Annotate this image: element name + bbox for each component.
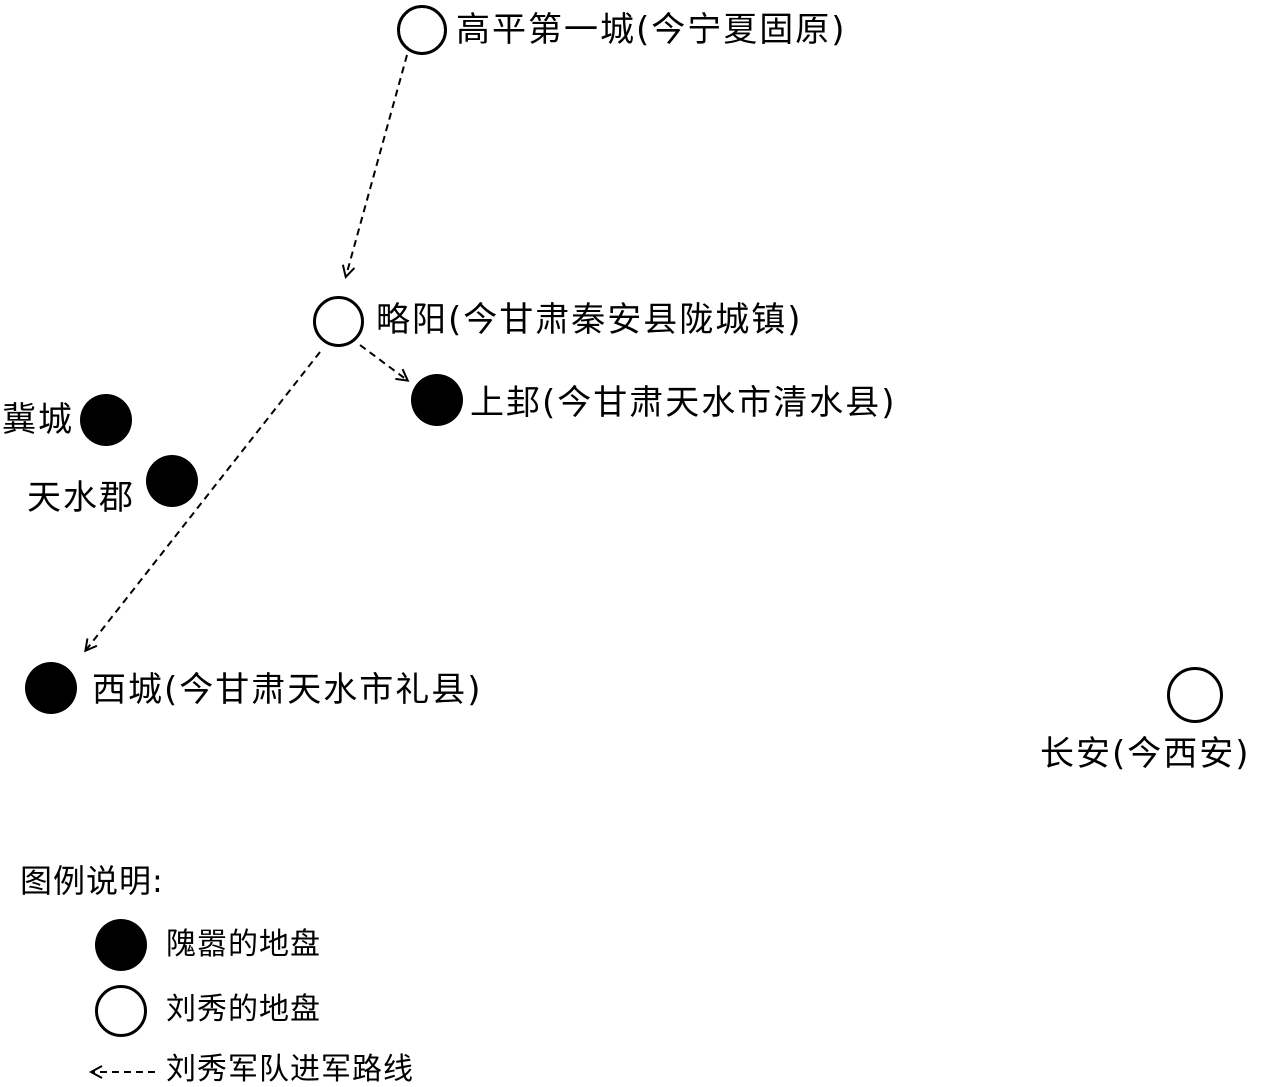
place-label-changan: 长安(今西安): [1040, 734, 1251, 774]
legend-title: 图例说明:: [20, 862, 164, 900]
route-gaoping-to-lueyang: [346, 54, 408, 276]
place-label-xicheng: 西城(今甘肃天水市礼县): [92, 670, 483, 710]
place-label-tianshui: 天水郡: [27, 478, 135, 518]
hollow-dot-icon: [397, 5, 447, 55]
legend-solid-dot-icon: [95, 919, 147, 971]
route-lueyang-to-xicheng: [86, 351, 321, 650]
solid-dot-icon: [146, 455, 198, 507]
solid-dot-icon: [80, 394, 132, 446]
place-label-gaoping: 高平第一城(今宁夏固原): [456, 10, 847, 50]
legend-hollow-dot-icon: [95, 985, 147, 1037]
solid-dot-icon: [25, 662, 77, 714]
legend-label-liu-xiu: 刘秀的地盘: [166, 992, 321, 1027]
place-label-lueyang: 略阳(今甘肃秦安县陇城镇): [376, 300, 803, 340]
solid-dot-icon: [411, 374, 463, 426]
place-label-jicheng: 冀城: [2, 400, 74, 440]
legend-label-route: 刘秀军队进军路线: [166, 1052, 414, 1087]
hollow-dot-icon: [1167, 667, 1223, 723]
route-lueyang-to-shanggui: [359, 344, 407, 380]
place-label-shanggui: 上邽(今甘肃天水市清水县): [470, 383, 897, 423]
legend-label-wei-xiao: 隗嚣的地盘: [166, 927, 321, 962]
hollow-dot-icon: [313, 296, 364, 347]
